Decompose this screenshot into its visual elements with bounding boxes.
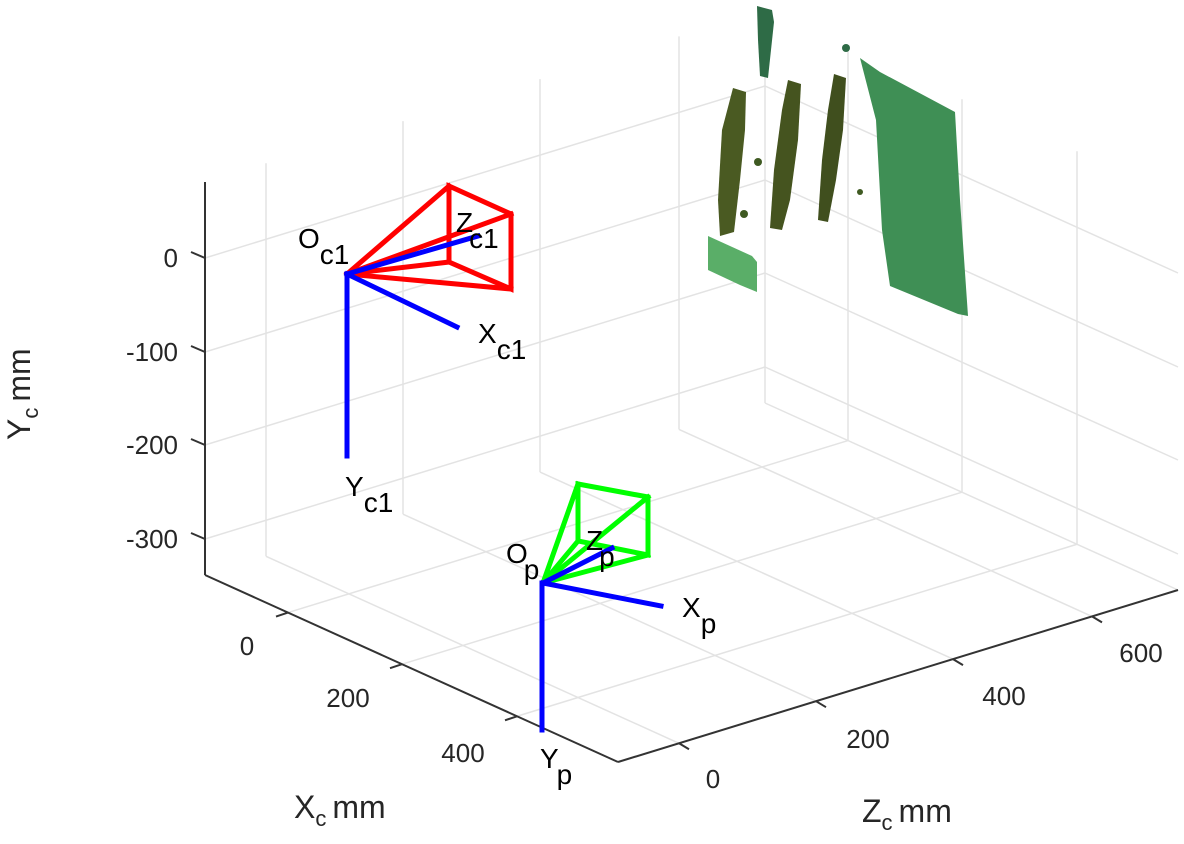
camera-x-axis xyxy=(343,270,461,331)
grid-line xyxy=(204,366,766,540)
point-cloud-plate xyxy=(708,236,757,292)
x-tick xyxy=(275,611,289,618)
projector-x-axis xyxy=(540,580,664,609)
x-axis-line xyxy=(204,574,619,763)
grid-line xyxy=(764,272,1179,461)
z-tick-label: 600 xyxy=(1119,638,1162,668)
grid-line xyxy=(539,471,954,660)
y-tick-label: -200 xyxy=(126,430,178,460)
point-cloud-bar xyxy=(718,88,746,236)
z-axis-line xyxy=(617,589,1179,763)
z-tick-label: 0 xyxy=(706,764,720,794)
grid-line xyxy=(516,543,1078,717)
y-tick-label: -300 xyxy=(126,524,178,554)
grid-line xyxy=(401,491,963,665)
point-cloud-bar xyxy=(818,74,846,222)
z-tick xyxy=(952,658,964,666)
z-tick xyxy=(678,742,690,751)
y-axis-label: Ycmm xyxy=(1,348,43,440)
grid-line xyxy=(764,366,1179,555)
z-tick xyxy=(815,700,827,709)
y-tick xyxy=(190,438,206,446)
camera-frame xyxy=(343,182,515,459)
point-cloud-bar xyxy=(770,80,801,230)
point-cloud xyxy=(708,6,968,316)
z-tick-label: 200 xyxy=(846,724,889,754)
point-cloud-dot xyxy=(842,44,850,52)
grid-line xyxy=(402,513,817,702)
projector-frustum xyxy=(539,480,652,587)
camera-z-axis xyxy=(343,232,482,278)
grid-line xyxy=(678,428,1093,618)
x-tick-label: 200 xyxy=(326,683,369,713)
grid-line xyxy=(204,85,766,259)
x-tick-label: 400 xyxy=(441,738,484,768)
x-tick-label: 0 xyxy=(240,631,254,661)
projector-frame xyxy=(539,480,664,733)
grid-line xyxy=(204,272,766,446)
camera-x-label: Xc1 xyxy=(478,318,526,365)
z-tick-label: 400 xyxy=(982,681,1025,711)
camera-axes xyxy=(343,232,482,459)
point-cloud-strip xyxy=(757,6,774,78)
point-cloud-dot xyxy=(754,158,762,166)
grid-line xyxy=(204,179,766,353)
projector-z-axis xyxy=(539,544,616,587)
projector-axes xyxy=(539,544,664,733)
y-tick-label: -100 xyxy=(126,337,178,367)
grid-line xyxy=(265,555,680,744)
grid-line xyxy=(287,439,849,614)
x-tick xyxy=(389,663,403,670)
point-cloud-dot xyxy=(857,189,863,195)
point-cloud-dot xyxy=(740,210,748,218)
x-tick-labels: 0 200 400 xyxy=(240,631,485,768)
y-tick xyxy=(190,532,206,540)
grid-line xyxy=(764,179,1179,368)
grid-line xyxy=(764,402,1179,591)
y-tick xyxy=(190,345,206,353)
projector-x-label: Xp xyxy=(682,592,716,639)
grid-lines xyxy=(204,10,1179,744)
point-cloud-panel xyxy=(860,58,968,316)
camera-origin-label: Oc1 xyxy=(298,223,349,270)
z-tick xyxy=(1091,615,1103,624)
y-tick xyxy=(190,251,206,259)
y-tick-label: 0 xyxy=(164,243,178,273)
projector-y-label: Yp xyxy=(540,743,572,790)
y-tick-labels: 0 -100 -200 -300 xyxy=(126,243,178,554)
z-tick-labels: 0 200 400 600 xyxy=(706,638,1163,794)
x-tick xyxy=(504,715,518,722)
axes xyxy=(190,182,1179,763)
camera-y-label: Yc1 xyxy=(345,471,393,518)
